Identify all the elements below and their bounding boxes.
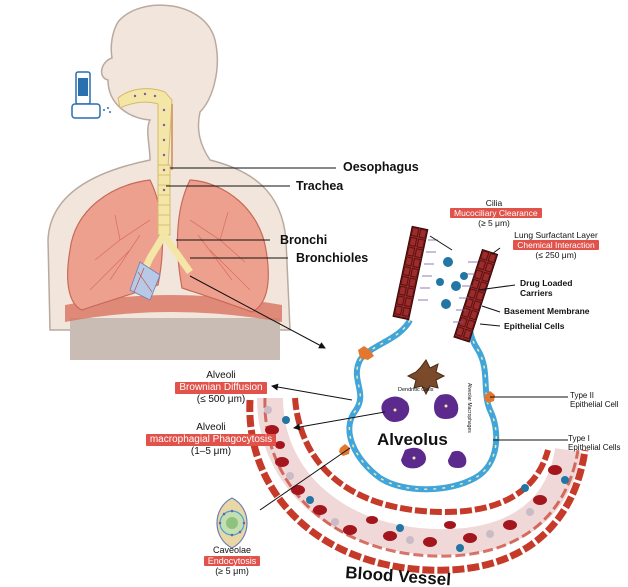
alveoli-label-2: Alveoli (136, 422, 286, 434)
caveolae-label: Caveolae (190, 545, 274, 556)
alveoli-phagocytosis-group: Alveoli macrophagial Phagocytosis (1–5 μ… (136, 422, 286, 458)
trachea-label: Trachea (296, 179, 343, 193)
type-ii-line1: Type II (570, 391, 618, 400)
type-ii-line2: Epithelial Cell (570, 400, 618, 409)
dendritic-cells-label: Dendritic Cells (398, 387, 434, 393)
lung-surfactant-layer-label: Lung Surfactant Layer (502, 230, 610, 240)
alveolus-label: Alveolus (377, 430, 448, 449)
type-i-line1: Type I (568, 434, 620, 443)
bronchi-label: Bronchi (280, 233, 327, 247)
basement-membrane-label: Basement Membrane (504, 306, 590, 316)
epithelial-cells-label: Epithelial Cells (504, 321, 564, 331)
brownian-diffusion-tag: Brownian Diffusion (175, 382, 266, 394)
alveoli-label-1: Alveoli (166, 370, 276, 382)
surfactant-label-group: Lung Surfactant Layer Chemical Interacti… (502, 230, 610, 260)
type-i-label: Type I Epithelial Cells (568, 434, 620, 452)
surfactant-size-label: (≤ 250 μm) (502, 250, 610, 260)
caveolae-size-label: (≥ 5 μm) (190, 566, 274, 577)
bronchioles-label: Bronchioles (296, 251, 368, 265)
drug-loaded-carriers-line2: Carriers (520, 288, 572, 298)
mucociliary-clearance-tag: Mucociliary Clearance (450, 208, 542, 218)
endocytosis-tag: Endocytosis (204, 556, 261, 567)
brownian-size-label: (≤ 500 μm) (166, 394, 276, 406)
cilia-size-label: (≥ 5 μm) (450, 218, 538, 228)
alveolar-macrophages-label: Alveolar Macrophages (466, 383, 472, 433)
drug-loaded-carriers-line1: Drug Loaded (520, 278, 572, 288)
caveolae-icon (217, 498, 247, 548)
cilia-label: Cilia (450, 198, 538, 208)
macrophagial-phagocytosis-tag: macrophagial Phagocytosis (146, 434, 276, 446)
caveolae-group: Caveolae Endocytosis (≥ 5 μm) (190, 545, 274, 577)
human-torso-illustration (48, 5, 290, 360)
drug-loaded-carriers (436, 257, 468, 309)
phago-size-label: (1–5 μm) (136, 446, 286, 458)
chemical-interaction-tag: Chemical Interaction (513, 240, 598, 250)
type-ii-label: Type II Epithelial Cell (570, 391, 618, 409)
drug-loaded-carriers-label: Drug Loaded Carriers (520, 278, 572, 298)
cilia-label-group: Cilia Mucociliary Clearance (≥ 5 μm) (450, 198, 538, 228)
type-i-line2: Epithelial Cells (568, 443, 620, 452)
blood-vessel-label: Blood Vessel (345, 563, 452, 587)
oesophagus-label: Oesophagus (343, 160, 419, 174)
alveoli-brownian-group: Alveoli Brownian Diffusion (≤ 500 μm) (166, 370, 276, 406)
